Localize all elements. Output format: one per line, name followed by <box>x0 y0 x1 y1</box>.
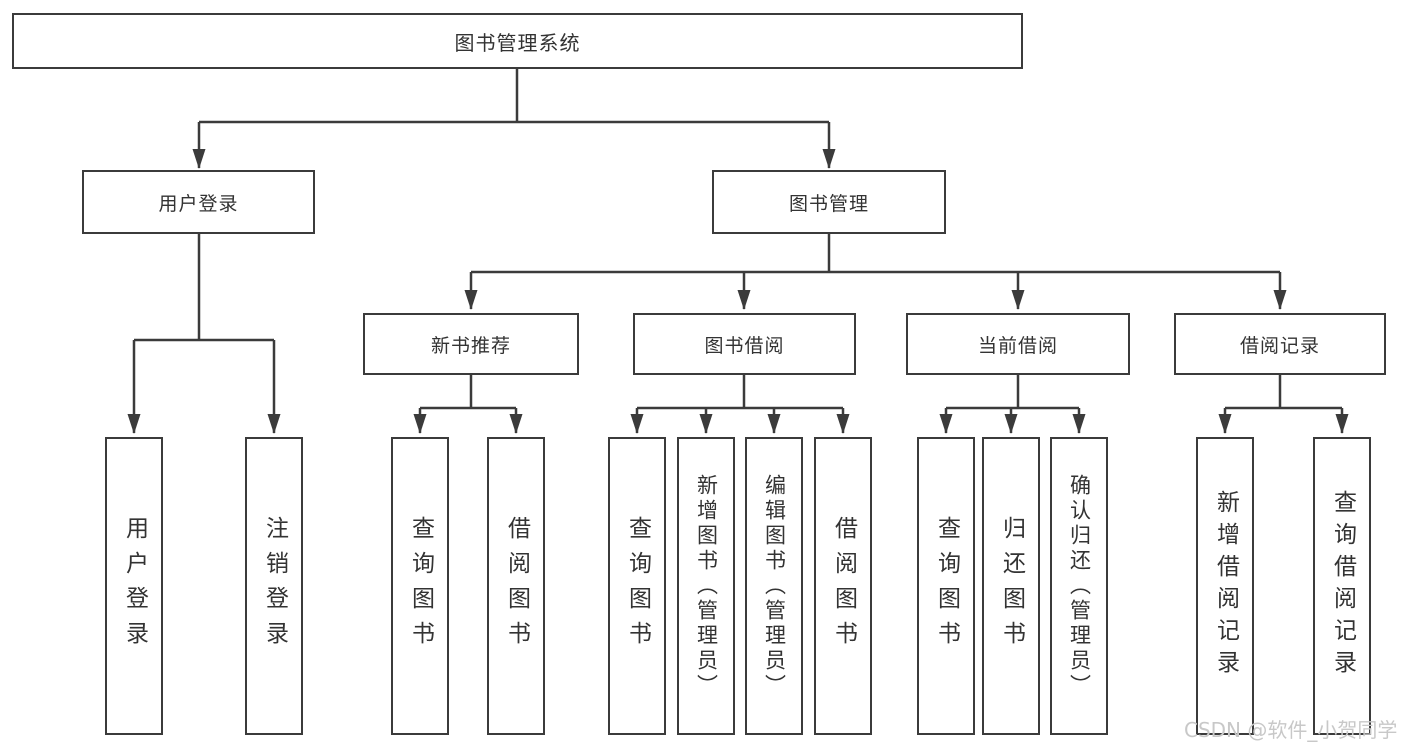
leaf-label: 查询图书 <box>624 516 651 656</box>
leaf-borrow-books-recommend: 借阅图书 <box>487 437 545 735</box>
leaf-add-books-admin: 新增图书（管理员） <box>677 437 735 735</box>
node-current-borrowing: 当前借阅 <box>906 313 1130 375</box>
node-label: 图书管理 <box>788 192 869 215</box>
leaf-label: 确认归还（管理员） <box>1067 473 1092 699</box>
node-borrowing-records: 借阅记录 <box>1174 313 1386 375</box>
node-user-login: 用户登录 <box>82 170 315 234</box>
leaf-query-books-borrowing: 查询图书 <box>608 437 666 735</box>
leaf-label: 借阅图书 <box>830 516 857 656</box>
leaf-label: 注销登录 <box>261 516 288 656</box>
leaf-user-login: 用户登录 <box>105 437 163 735</box>
node-label: 当前借阅 <box>977 334 1058 357</box>
node-label: 新书推荐 <box>430 334 511 357</box>
leaf-borrow-books-borrowing: 借阅图书 <box>814 437 872 735</box>
leaf-query-books-recommend: 查询图书 <box>391 437 449 735</box>
leaf-label: 查询图书 <box>407 516 434 656</box>
leaf-query-borrow-record: 查询借阅记录 <box>1313 437 1371 735</box>
node-book-management: 图书管理 <box>712 170 946 234</box>
node-library-management-system: 图书管理系统 <box>12 13 1023 69</box>
leaf-label: 新增借阅记录 <box>1212 490 1239 682</box>
node-new-book-recommendation: 新书推荐 <box>363 313 579 375</box>
node-label: 图书借阅 <box>704 334 785 357</box>
node-label: 借阅记录 <box>1239 334 1320 357</box>
leaf-confirm-return-admin: 确认归还（管理员） <box>1050 437 1108 735</box>
node-label: 用户登录 <box>158 192 239 215</box>
watermark: CSDN @软件_小贺同学 <box>1184 718 1398 742</box>
leaf-label: 归还图书 <box>998 516 1025 656</box>
leaf-label: 用户登录 <box>121 516 148 656</box>
leaf-add-borrow-record: 新增借阅记录 <box>1196 437 1254 735</box>
leaf-edit-books-admin: 编辑图书（管理员） <box>745 437 803 735</box>
node-book-borrowing: 图书借阅 <box>633 313 856 375</box>
leaf-label: 编辑图书（管理员） <box>762 473 787 699</box>
leaf-label: 新增图书（管理员） <box>694 473 719 699</box>
node-label: 图书管理系统 <box>454 30 581 55</box>
leaf-logout-login: 注销登录 <box>245 437 303 735</box>
leaf-label: 借阅图书 <box>503 516 530 656</box>
leaf-label: 查询图书 <box>933 516 960 656</box>
leaf-query-books-current: 查询图书 <box>917 437 975 735</box>
leaf-return-books: 归还图书 <box>982 437 1040 735</box>
leaf-label: 查询借阅记录 <box>1329 490 1356 682</box>
